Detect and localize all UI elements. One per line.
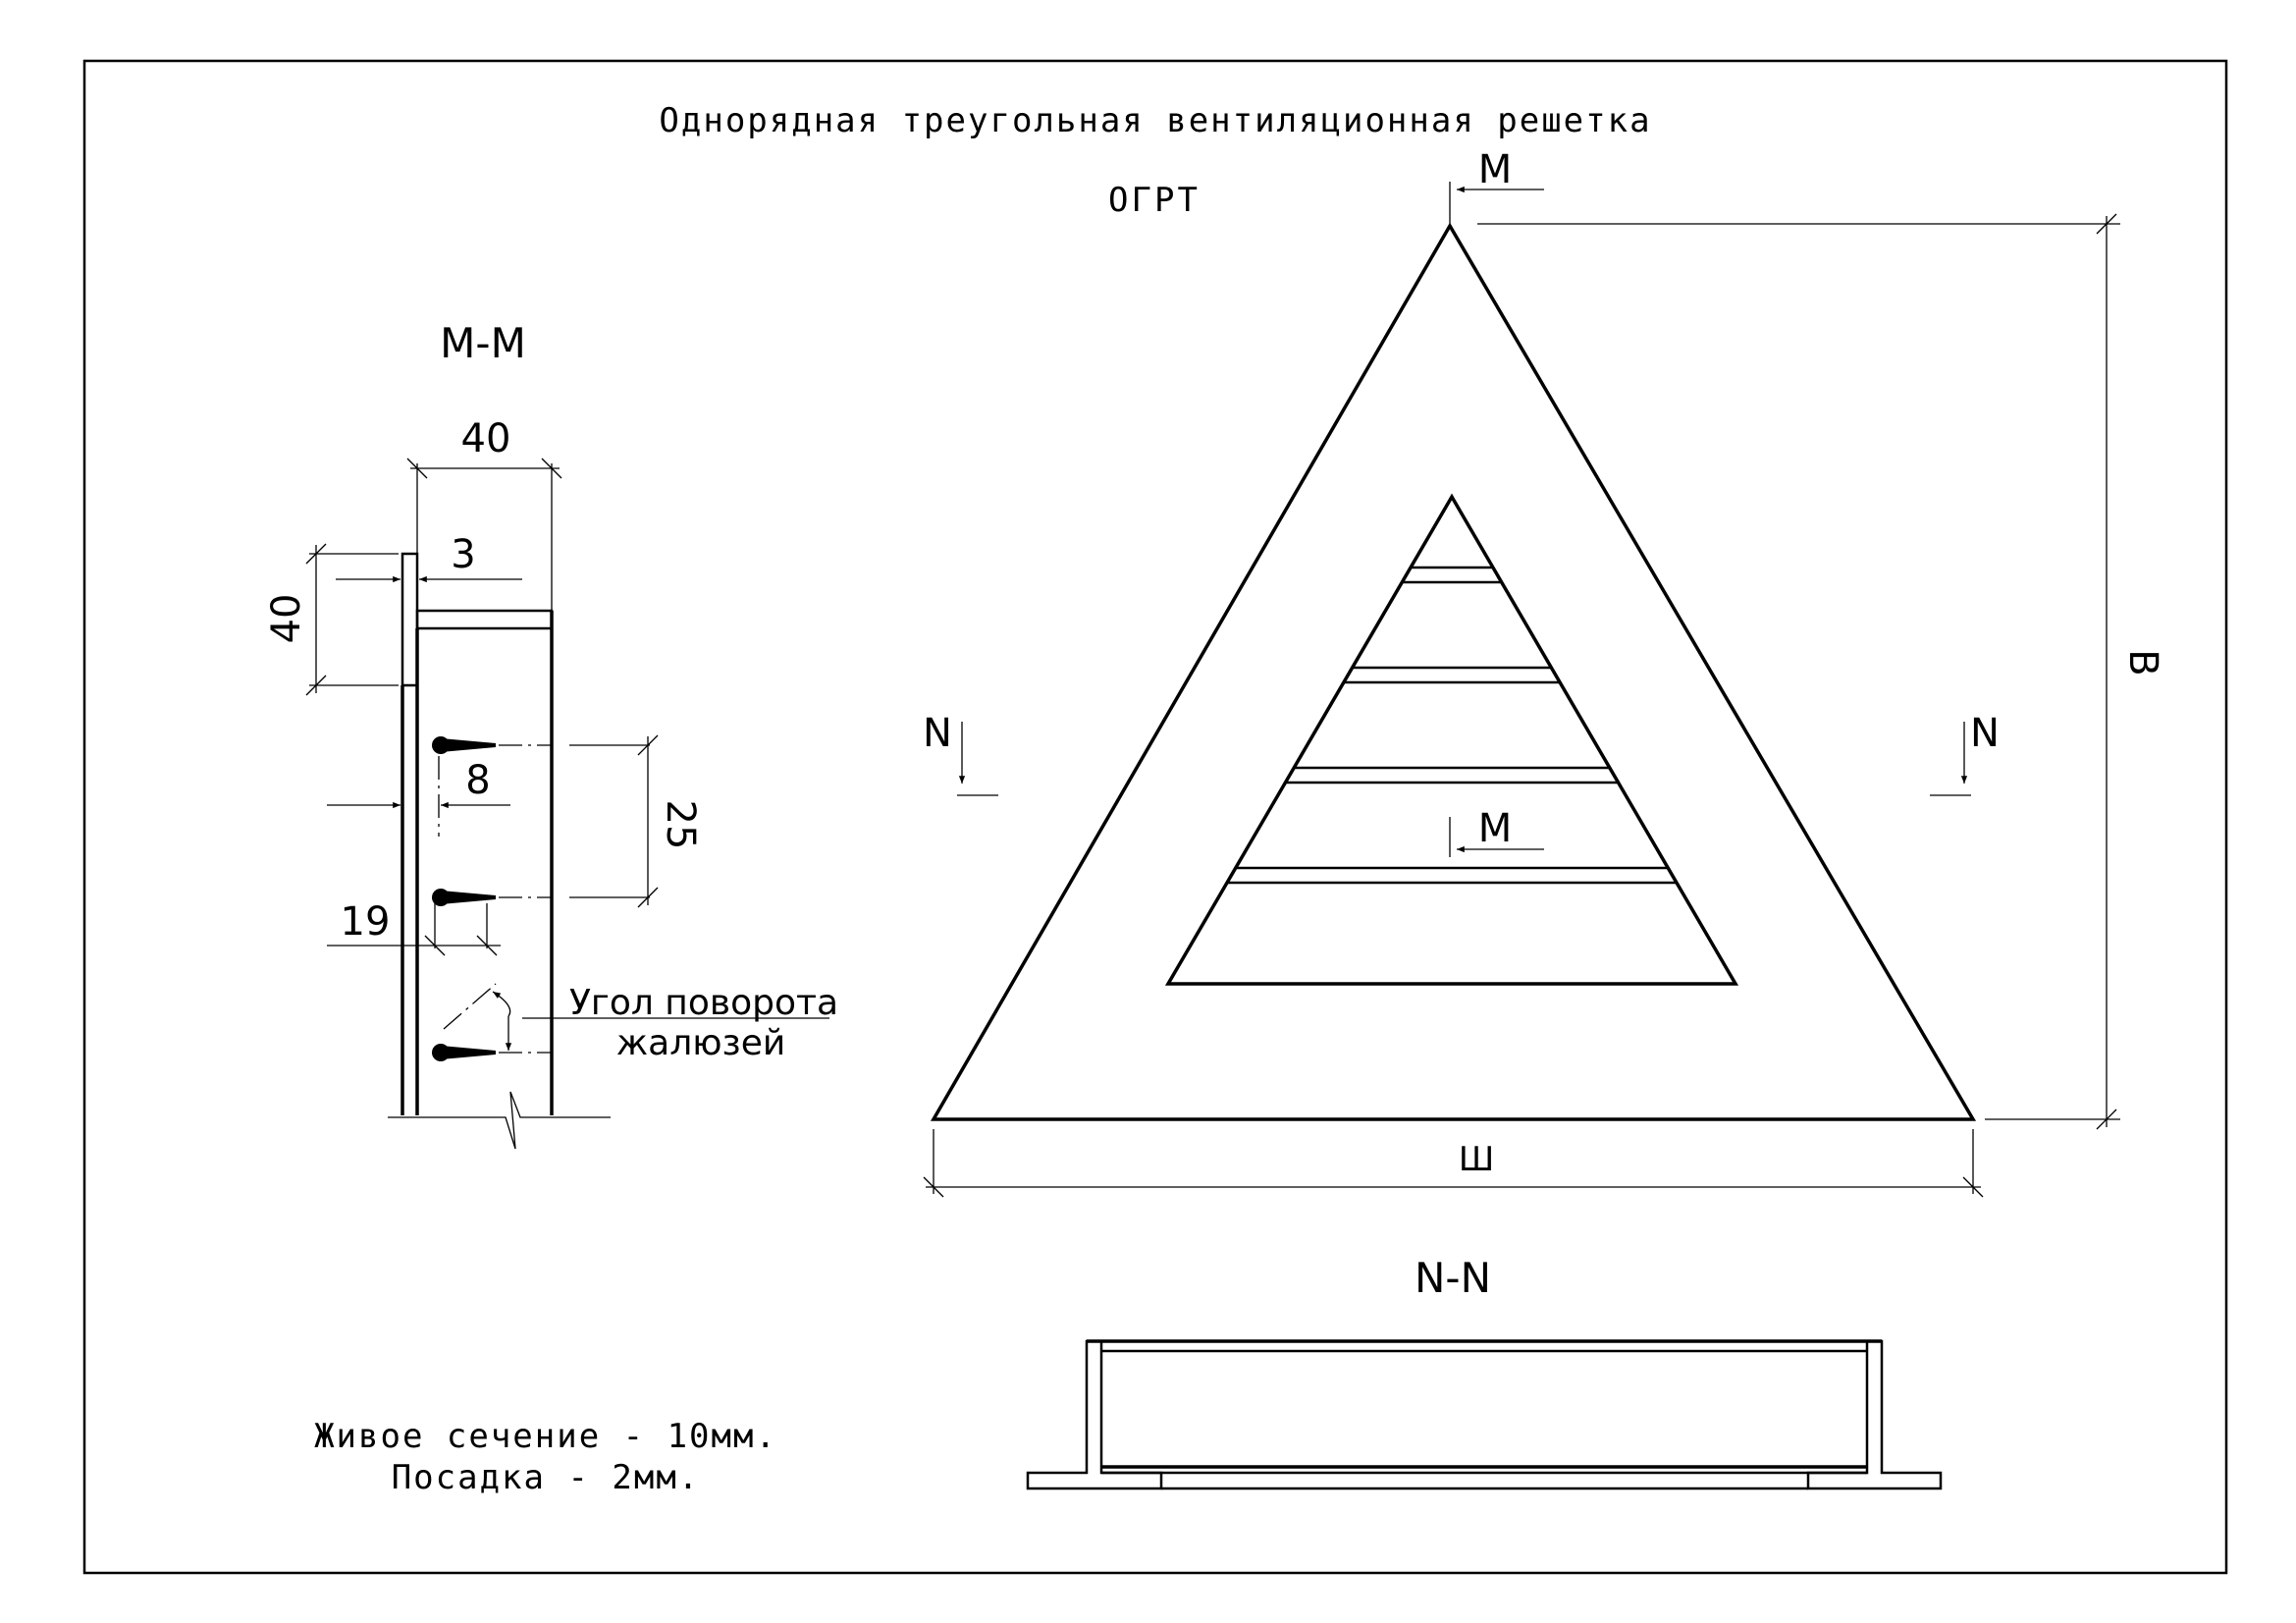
section-n-n: N-N	[1026, 1254, 1943, 1490]
note-fit: Посадка - 2мм.	[392, 1458, 701, 1497]
dim-pitch: 25	[658, 800, 703, 850]
section-n-n-label: N-N	[1415, 1254, 1491, 1302]
louver-blade	[432, 736, 552, 754]
dim-offset: 8	[465, 758, 490, 803]
section-m-m-label: M-M	[440, 319, 526, 367]
sheet-frame	[82, 59, 2228, 1575]
inner-triangle-opening	[1164, 493, 1739, 986]
louver-blade	[432, 1044, 552, 1061]
louver-blade	[432, 889, 552, 906]
dim-width-label: Ш	[1459, 1140, 1494, 1179]
angle-note-line1: Угол поворота	[569, 983, 838, 1023]
dim-depth: 40	[461, 416, 511, 461]
plan-view: B Ш M M N N	[923, 147, 2165, 1198]
dim-height-label: B	[2120, 649, 2165, 676]
cut-m-top-label: M	[1478, 147, 1513, 192]
louver-blades	[432, 736, 552, 1061]
outer-triangle	[930, 222, 1977, 1121]
model-code: ОГРТ	[1108, 181, 1201, 220]
note-free-area: Живое сечение - 10мм.	[314, 1417, 777, 1456]
plan-louvers	[1227, 566, 1677, 885]
dim-louver-length: 19	[341, 899, 391, 945]
drawing-title: Однорядная треугольная вентиляционная ре…	[659, 101, 1651, 140]
cut-m-mid-label: M	[1478, 806, 1513, 851]
dim-flange-height: 40	[264, 594, 309, 644]
cut-n-left-label: N	[923, 711, 952, 756]
dim-thickness: 3	[451, 532, 475, 577]
section-m-m: M-M 40 40 3 25	[264, 319, 838, 1150]
cut-n-right-label: N	[1970, 711, 2000, 756]
angle-note-line2: жалюзей	[616, 1023, 786, 1063]
